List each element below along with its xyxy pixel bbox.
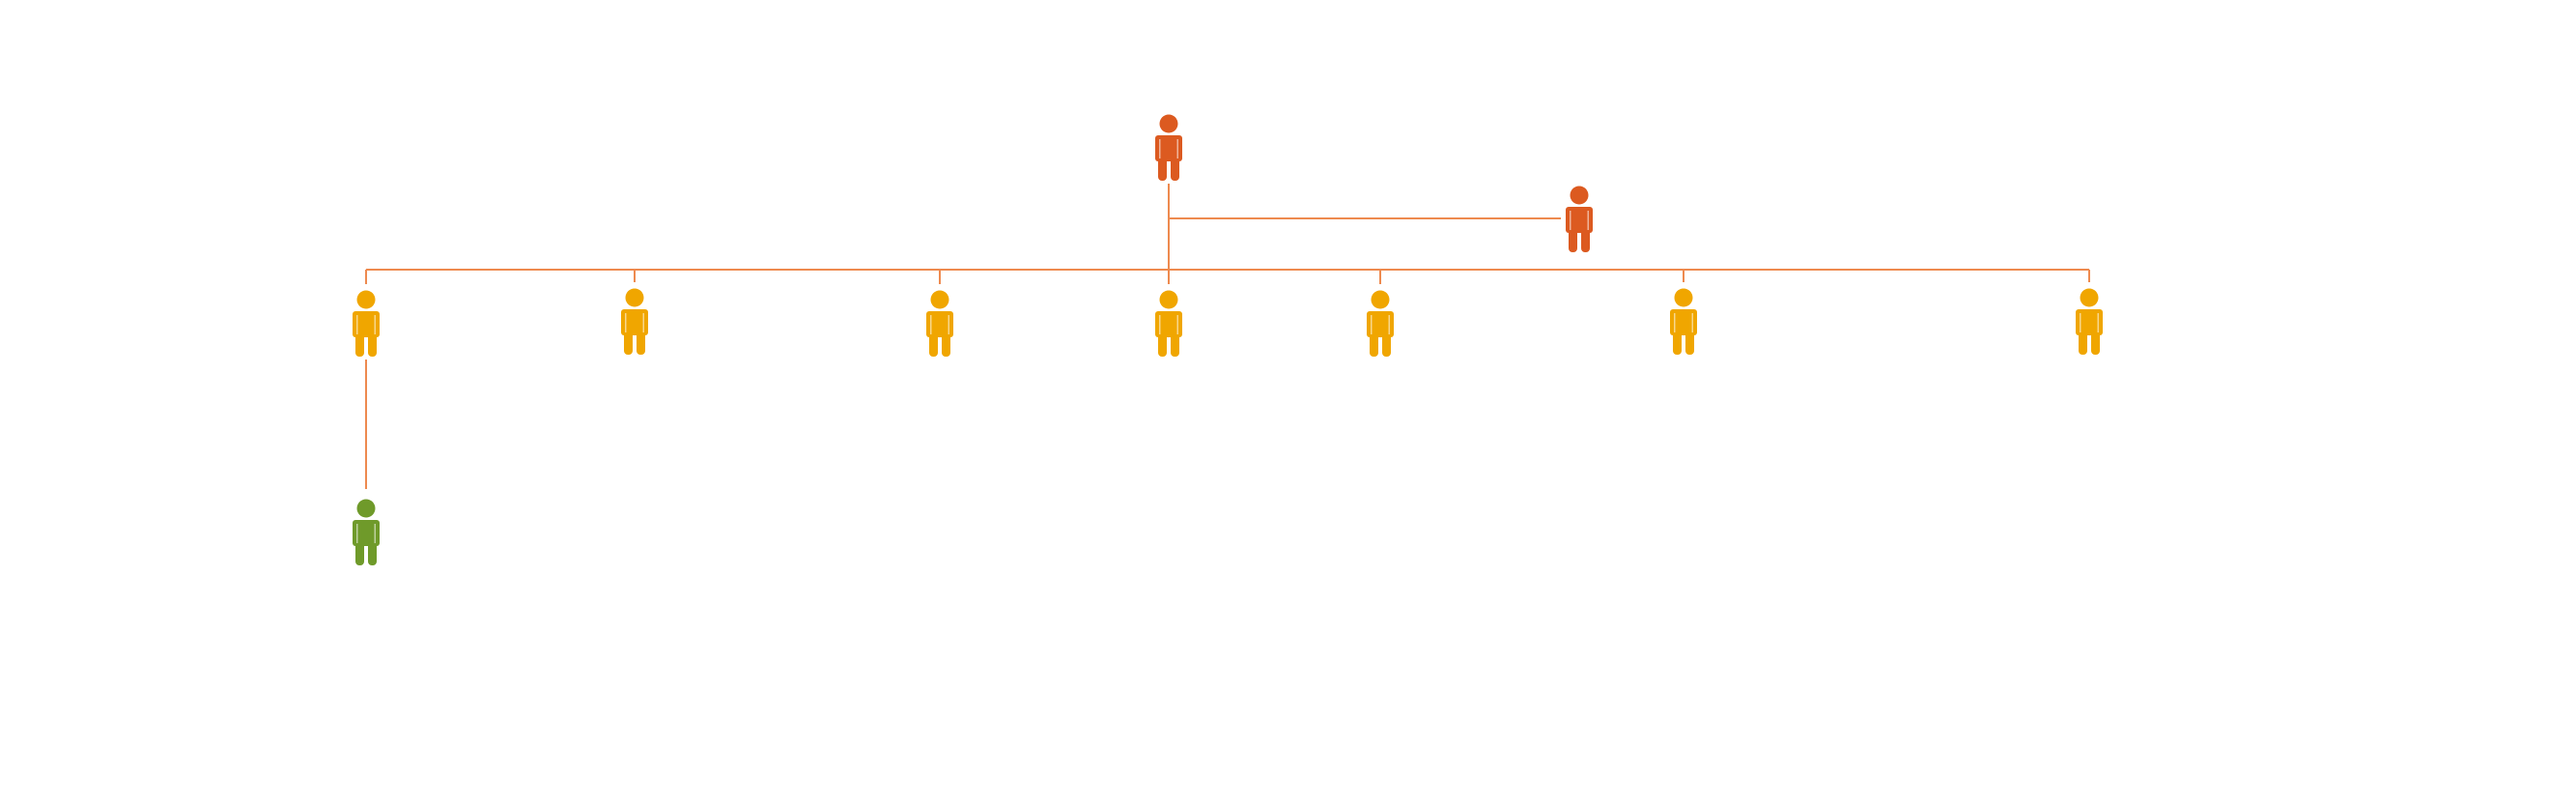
report-5-person-icon	[1367, 290, 1394, 357]
report-4-person-icon	[1155, 290, 1182, 357]
report-6-person-icon	[1670, 288, 1697, 355]
staff-1-person-icon	[353, 499, 380, 565]
top-person-icon	[1155, 114, 1182, 181]
report-3-person-icon	[926, 290, 953, 357]
connector-lines	[365, 184, 2090, 489]
report-2-person-icon	[621, 288, 648, 355]
org-chart-nodes	[353, 114, 2103, 565]
assistant-person-icon	[1566, 186, 1593, 252]
report-1-person-icon	[353, 290, 380, 357]
report-7-person-icon	[2076, 288, 2103, 355]
